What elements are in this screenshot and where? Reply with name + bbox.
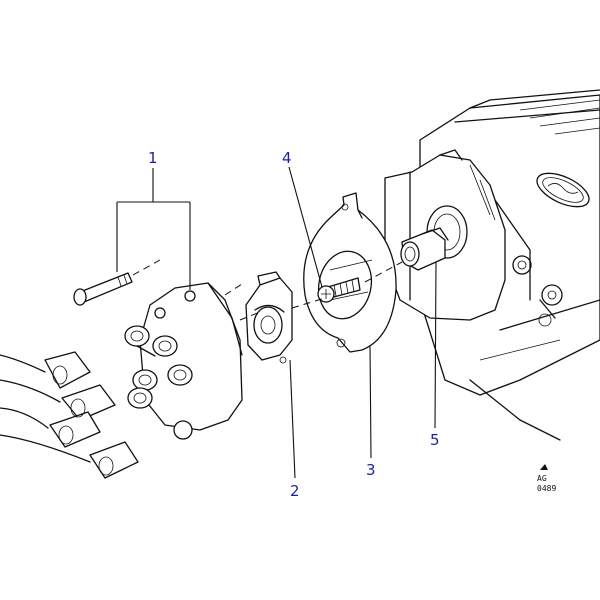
distributor-base-housing: [384, 149, 506, 321]
callout-2: 2: [290, 482, 300, 500]
callout-4: 4: [282, 149, 292, 167]
distributor-cap-part-1: [124, 282, 243, 440]
assembly-axis-lines: [132, 259, 403, 321]
callout-1: 1: [148, 149, 158, 167]
leader-lines: [116, 166, 437, 479]
ignition-leads: [0, 351, 139, 479]
bolt-part-1: [73, 272, 133, 306]
ford-logo: [536, 172, 590, 208]
reference-code: AG 0489: [537, 464, 556, 493]
breaker-plate-part-3: [303, 192, 397, 353]
screw-part-4: [317, 277, 361, 303]
reference-line-1: AG: [537, 474, 547, 483]
callout-5: 5: [430, 431, 440, 449]
callout-3: 3: [366, 461, 376, 479]
shaft-part-5: [400, 227, 449, 271]
reference-line-2: 0489: [537, 484, 556, 493]
rotor-part-2: [245, 271, 293, 364]
